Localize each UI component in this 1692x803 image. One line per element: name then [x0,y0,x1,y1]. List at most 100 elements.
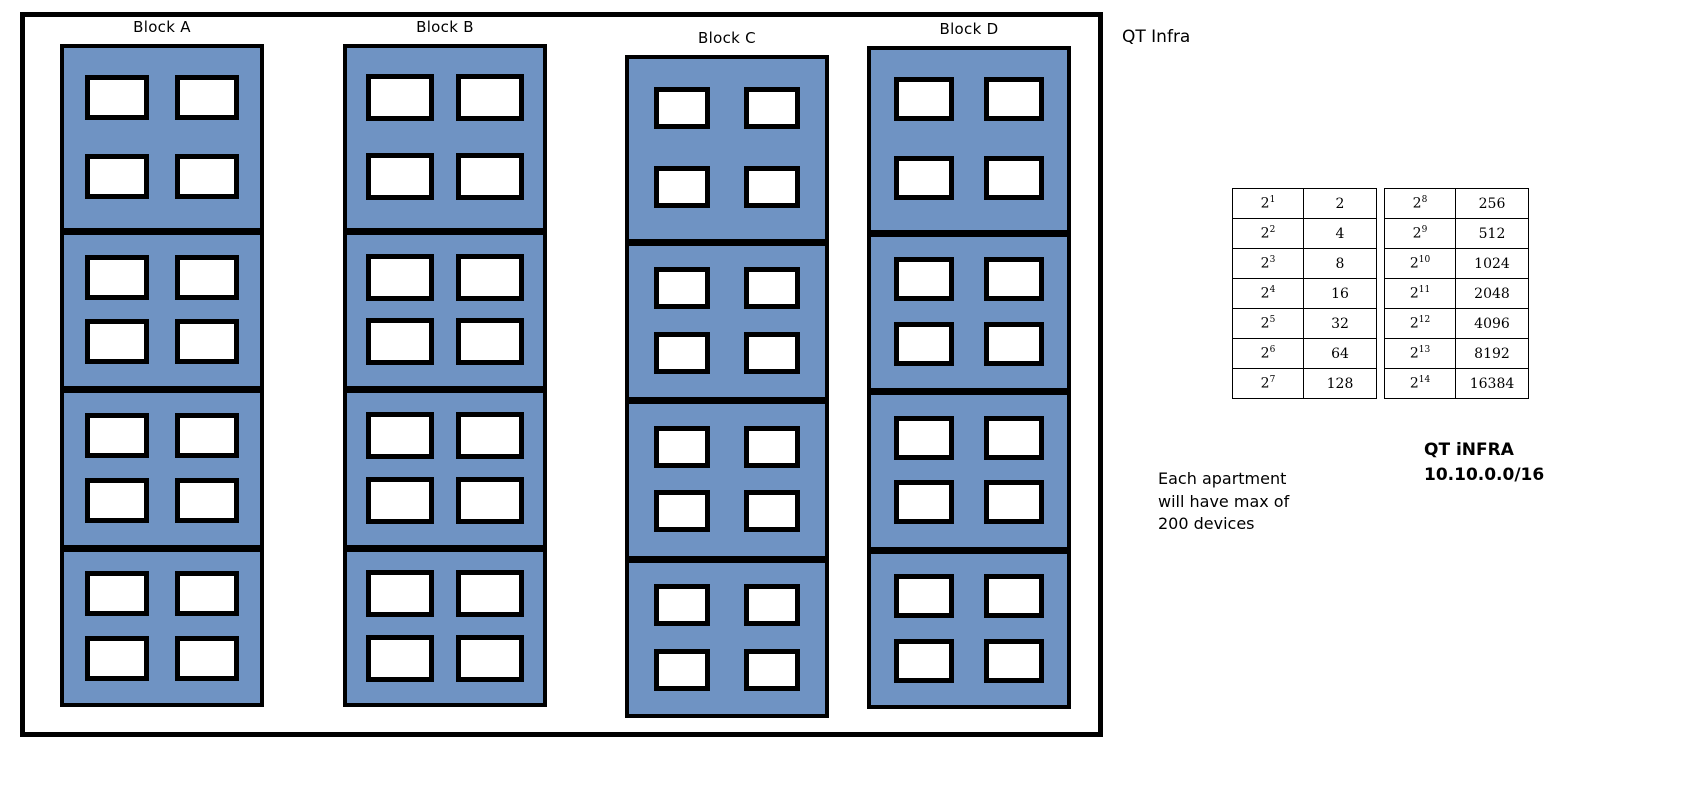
block-block-a[interactable]: Block A [60,18,264,708]
apartment-unit[interactable] [456,635,524,683]
apartment-unit[interactable] [894,480,954,525]
apartment-unit[interactable] [175,413,239,459]
floor[interactable] [625,558,829,719]
apartment-unit[interactable] [744,648,800,691]
apartment-unit[interactable] [366,635,434,683]
apartment-unit[interactable] [654,87,710,130]
apartment-unit[interactable] [744,490,800,533]
apartment-unit[interactable] [85,477,149,523]
apartment-unit[interactable] [456,476,524,524]
apartment-unit[interactable] [366,253,434,301]
apartment-unit[interactable] [654,267,710,310]
apartment-unit[interactable] [744,583,800,626]
floor[interactable] [60,547,264,708]
apartment-unit[interactable] [654,331,710,374]
power-exponent: 7 [1269,375,1276,386]
floor[interactable] [625,55,829,243]
apartment-unit[interactable] [456,253,524,301]
apartment-unit[interactable] [984,480,1044,525]
power-exponent: 2 [1269,225,1276,236]
floor[interactable] [343,44,547,232]
apartment-unit[interactable] [894,257,954,302]
apartment-unit[interactable] [984,321,1044,366]
power-base: 2 [1409,375,1419,392]
floor[interactable] [867,232,1071,393]
apartment-unit[interactable] [85,153,149,199]
apartment-unit[interactable] [366,318,434,366]
apartment-unit[interactable] [984,257,1044,302]
block-block-b[interactable]: Block B [343,18,547,708]
floor[interactable] [343,230,547,391]
apartment-unit[interactable] [175,319,239,365]
power-expression-cell: 211 [1384,278,1456,309]
apartment-unit[interactable] [175,636,239,682]
apartment-unit[interactable] [654,490,710,533]
apartment-unit[interactable] [894,415,954,460]
apartment-unit[interactable] [744,166,800,209]
apartment-unit[interactable] [894,156,954,201]
apartment-unit[interactable] [984,77,1044,122]
apartment-unit[interactable] [175,571,239,617]
apartment-unit[interactable] [744,87,800,130]
floor[interactable] [343,547,547,708]
apartment-unit[interactable] [984,638,1044,683]
floor[interactable] [625,400,829,560]
apartment-unit[interactable] [654,166,710,209]
floor[interactable] [625,241,829,402]
apartment-unit[interactable] [175,254,239,300]
apartment-unit[interactable] [175,153,239,199]
apartment-unit[interactable] [744,425,800,468]
apartment-unit[interactable] [175,477,239,523]
apartment-unit[interactable] [366,152,434,200]
power-value-cell: 1024 [1455,248,1529,279]
floor[interactable] [60,230,264,391]
apartment-unit[interactable] [744,267,800,310]
block-block-d[interactable]: Block D [867,20,1071,710]
apartment-unit[interactable] [85,319,149,365]
power-expression-cell: 26 [1232,338,1304,369]
apartment-unit[interactable] [654,648,710,691]
power-exponent: 8 [1421,195,1428,206]
apartment-unit[interactable] [654,425,710,468]
apartment-unit[interactable] [85,636,149,682]
apartment-unit[interactable] [456,318,524,366]
apartment-unit[interactable] [984,573,1044,618]
apartment-unit[interactable] [85,413,149,459]
apartment-unit[interactable] [894,77,954,122]
floor[interactable] [867,549,1071,710]
apartment-unit[interactable] [894,573,954,618]
apartment-unit[interactable] [456,152,524,200]
apartment-unit[interactable] [984,415,1044,460]
apartment-unit[interactable] [85,571,149,617]
floor[interactable] [60,44,264,232]
power-value-cell: 4096 [1455,308,1529,339]
apartment-unit[interactable] [85,74,149,120]
apartment-unit[interactable] [894,321,954,366]
block-block-c[interactable]: Block C [625,29,829,719]
apartment-unit[interactable] [85,254,149,300]
apartment-unit[interactable] [894,638,954,683]
apartment-unit[interactable] [366,412,434,460]
apartment-unit[interactable] [456,73,524,121]
floor[interactable] [343,389,547,549]
floor[interactable] [60,389,264,549]
apartment-unit[interactable] [366,73,434,121]
apartment-unit[interactable] [366,570,434,618]
floor[interactable] [867,391,1071,551]
floor[interactable] [867,46,1071,234]
apartment-unit[interactable] [456,412,524,460]
power-base: 2 [1260,375,1270,392]
apartment-unit[interactable] [654,583,710,626]
power-expression-cell: 28 [1384,188,1456,219]
apartment-unit[interactable] [744,331,800,374]
apartment-unit[interactable] [366,476,434,524]
apartment-unit[interactable] [456,570,524,618]
apartment-unit[interactable] [175,74,239,120]
power-exponent: 4 [1269,285,1276,296]
apartment-unit[interactable] [984,156,1044,201]
